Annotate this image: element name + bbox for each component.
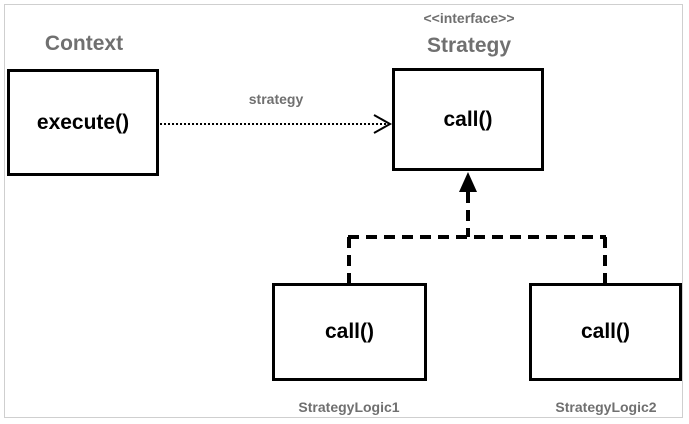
diagram-frame <box>4 4 683 418</box>
strategy-logic1-method: call() <box>324 320 374 343</box>
context-title: Context <box>44 32 124 55</box>
strategy-logic2-name: StrategyLogic2 <box>555 399 657 415</box>
strategy-stereotype: <<interface>> <box>423 10 515 26</box>
strategy-method: call() <box>443 107 493 131</box>
strategy-logic1-box: call() <box>272 283 427 381</box>
strategy-logic2-box: call() <box>529 283 682 381</box>
context-box: execute() <box>7 69 159 176</box>
association-arrowhead <box>373 114 393 134</box>
association-label: strategy <box>248 91 304 107</box>
strategy-box: call() <box>392 68 544 171</box>
strategy-title: Strategy <box>426 34 512 57</box>
context-method: execute() <box>36 110 130 134</box>
realization-arrowhead <box>459 172 477 192</box>
strategy-logic2-method: call() <box>580 320 630 343</box>
strategy-logic1-name: StrategyLogic1 <box>298 399 400 415</box>
